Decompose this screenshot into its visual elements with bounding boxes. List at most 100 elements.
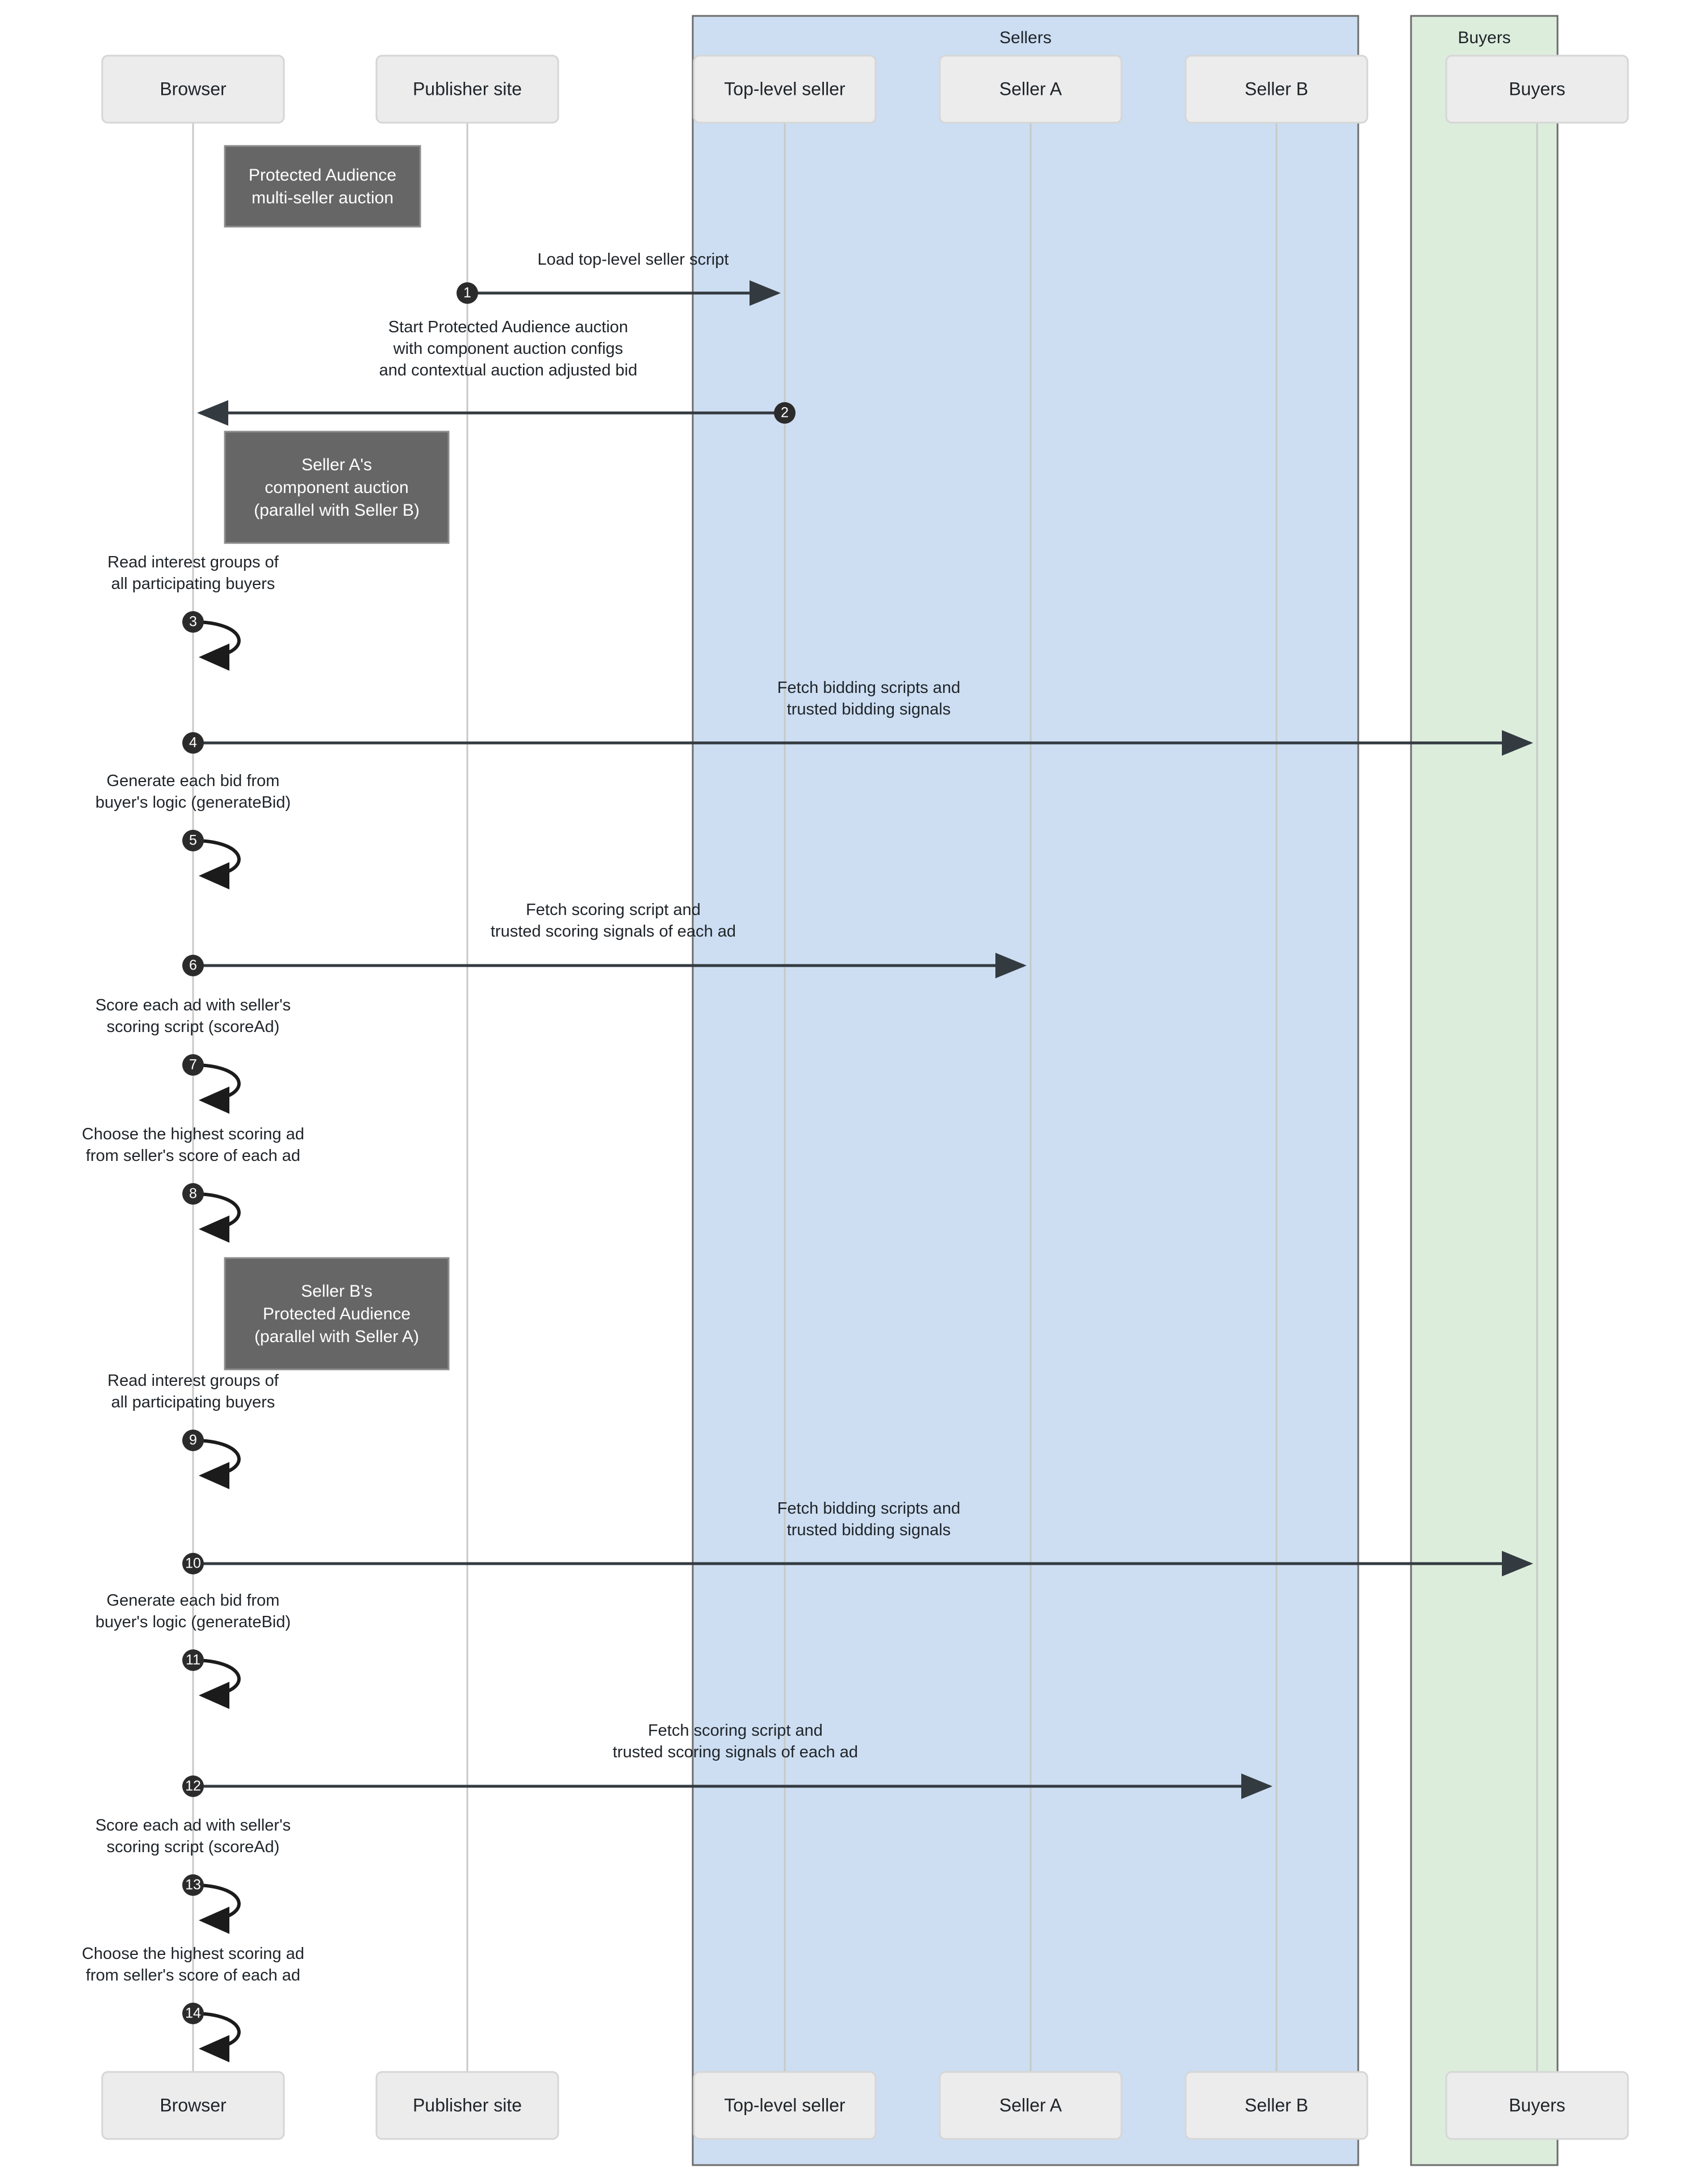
message-seqnum-1: 1 [463, 285, 471, 301]
group-box-buyers [1410, 15, 1559, 2166]
message-label-1-line-0: Load top-level seller script [538, 250, 729, 269]
message-selfloop-13 [192, 1883, 241, 1934]
message-seqnum-5: 5 [189, 833, 197, 849]
message-10: 10 Fetch bidding scripts and trusted biddi… [182, 1499, 1533, 1577]
message-label-9-line-0: Read interest groups of [107, 1372, 279, 1390]
message-seqnum-8: 8 [189, 1186, 197, 1202]
message-label-8-line-0: Choose the highest scoring ad [82, 1125, 304, 1143]
message-seqnum-9: 9 [189, 1432, 197, 1448]
actor-label-sellera-top: Seller A [999, 78, 1062, 99]
message-seqnum-circle-4 [182, 732, 204, 754]
actor-label-topseller-top: Top-level seller [724, 78, 845, 99]
message-label-12-line-0: Fetch scoring script and [648, 1722, 823, 1740]
message-seqnum-circle-3 [182, 611, 204, 633]
message-1: 1 Load top-level seller script [457, 250, 781, 306]
message-label-13-line-0: Score each ad with seller's [95, 1816, 291, 1835]
actor-box-sellera-top[interactable] [939, 55, 1123, 124]
actor-box-topseller-top[interactable] [693, 55, 877, 124]
message-5: 5 Generate each bid from buyer's logic (ge… [95, 772, 291, 889]
message-seqnum-circle-14 [182, 2003, 204, 2024]
message-seqnum-11: 11 [186, 1652, 200, 1668]
actor-box-publisher-top[interactable] [375, 55, 559, 124]
note-seller-b-protected-audience [224, 1257, 450, 1371]
actor-label-sellerb-top: Seller B [1245, 78, 1308, 99]
note-seller-a-component-auction-line-2: (parallel with Seller B) [254, 501, 420, 520]
message-seqnum-circle-12 [182, 1775, 204, 1797]
message-label-9-line-1: all participating buyers [111, 1393, 275, 1411]
message-seqnum-4: 4 [189, 735, 197, 751]
note-seller-a-component-auction-line-0: Seller A's [302, 456, 372, 474]
message-label-3-line-1: all participating buyers [111, 575, 275, 593]
message-selfloop-5 [192, 839, 241, 889]
group-label-buyers: Buyers [1458, 28, 1510, 47]
actor-box-sellerb-top[interactable] [1184, 55, 1368, 124]
message-seqnum-circle-8 [182, 1183, 204, 1205]
message-label-3-line-0: Read interest groups of [107, 553, 279, 571]
actor-label-browser-top: Browser [160, 78, 227, 99]
message-7: 7 Score each ad with seller's scoring scri… [95, 996, 291, 1114]
message-13: 13 Score each ad with seller's scoring scr… [95, 1816, 291, 1934]
message-label-10-line-0: Fetch bidding scripts and [777, 1499, 960, 1518]
note-multi-seller-auction [224, 145, 421, 228]
message-label-14-line-1: from seller's score of each ad [86, 1966, 300, 1984]
message-seqnum-13: 13 [185, 1877, 201, 1893]
actor-box-browser-top[interactable] [101, 55, 285, 124]
message-3: 3 Read interest groups of all participatin… [107, 553, 279, 671]
message-selfloop-11 [192, 1658, 241, 1709]
message-label-6-line-1: trusted scoring signals of each ad [491, 922, 736, 941]
message-6: 6 Fetch scoring script and trusted scoring… [182, 901, 1027, 979]
message-label-7-line-0: Score each ad with seller's [95, 996, 291, 1014]
message-label-7-line-1: scoring script (scoreAd) [107, 1018, 280, 1036]
message-label-11-line-1: buyer's logic (generateBid) [95, 1613, 291, 1631]
message-label-13-line-1: scoring script (scoreAd) [107, 1838, 280, 1856]
message-seqnum-circle-5 [182, 830, 204, 851]
actor-box-sellera-bottom[interactable] [939, 2071, 1123, 2140]
message-selfloop-14 [192, 2012, 241, 2062]
actor-box-publisher-bottom[interactable] [375, 2071, 559, 2140]
message-seqnum-circle-6 [182, 955, 204, 976]
messages-layer: 1 Load top-level seller script 2 Start Prot… [82, 250, 1533, 2062]
message-seqnum-circle-1 [457, 282, 478, 304]
message-8: 8 Choose the highest scoring ad from selle… [82, 1125, 304, 1243]
note-seller-b-protected-audience-line-0: Seller B's [301, 1282, 372, 1301]
message-label-10-line-1: trusted bidding signals [787, 1521, 951, 1539]
message-seqnum-6: 6 [189, 958, 197, 973]
actor-box-topseller-bottom[interactable] [693, 2071, 877, 2140]
message-label-2-line-0: Start Protected Audience auction [388, 318, 628, 336]
message-selfloop-9 [192, 1439, 241, 1489]
message-12: 12 Fetch scoring script and trusted scorin… [182, 1722, 1272, 1799]
message-label-5-line-0: Generate each bid from [107, 772, 280, 790]
actor-box-buyers-bottom[interactable] [1445, 2071, 1629, 2140]
message-seqnum-3: 3 [189, 614, 197, 630]
message-label-6-line-0: Fetch scoring script and [526, 901, 701, 919]
note-seller-b-protected-audience-line-2: (parallel with Seller A) [254, 1327, 419, 1346]
message-seqnum-7: 7 [189, 1057, 197, 1073]
actor-label-topseller-bottom: Top-level seller [724, 2095, 845, 2115]
actor-label-sellera-bottom: Seller A [999, 2095, 1062, 2115]
message-label-2-line-2: and contextual auction adjusted bid [379, 361, 638, 379]
message-seqnum-10: 10 [185, 1556, 201, 1572]
note-multi-seller-auction-line-1: multi-seller auction [252, 189, 393, 207]
actor-box-sellerb-bottom[interactable] [1184, 2071, 1368, 2140]
message-label-8-line-1: from seller's score of each ad [86, 1147, 300, 1165]
message-seqnum-circle-7 [182, 1054, 204, 1076]
message-label-2-line-1: with component auction configs [393, 340, 623, 358]
actor-label-publisher-bottom: Publisher site [413, 2095, 522, 2115]
message-selfloop-7 [192, 1063, 241, 1114]
lifelines-layer [192, 123, 1538, 2072]
actor-box-buyers-top[interactable] [1445, 55, 1629, 124]
actor-box-browser-bottom[interactable] [101, 2071, 285, 2140]
message-selfloop-3 [192, 620, 241, 671]
message-label-5-line-1: buyer's logic (generateBid) [95, 793, 291, 812]
message-label-12-line-1: trusted scoring signals of each ad [613, 1743, 858, 1761]
message-seqnum-2: 2 [781, 405, 789, 421]
message-seqnum-12: 12 [185, 1778, 201, 1794]
actor-label-sellerb-bottom: Seller B [1245, 2095, 1308, 2115]
message-label-4-line-0: Fetch bidding scripts and [777, 679, 960, 697]
